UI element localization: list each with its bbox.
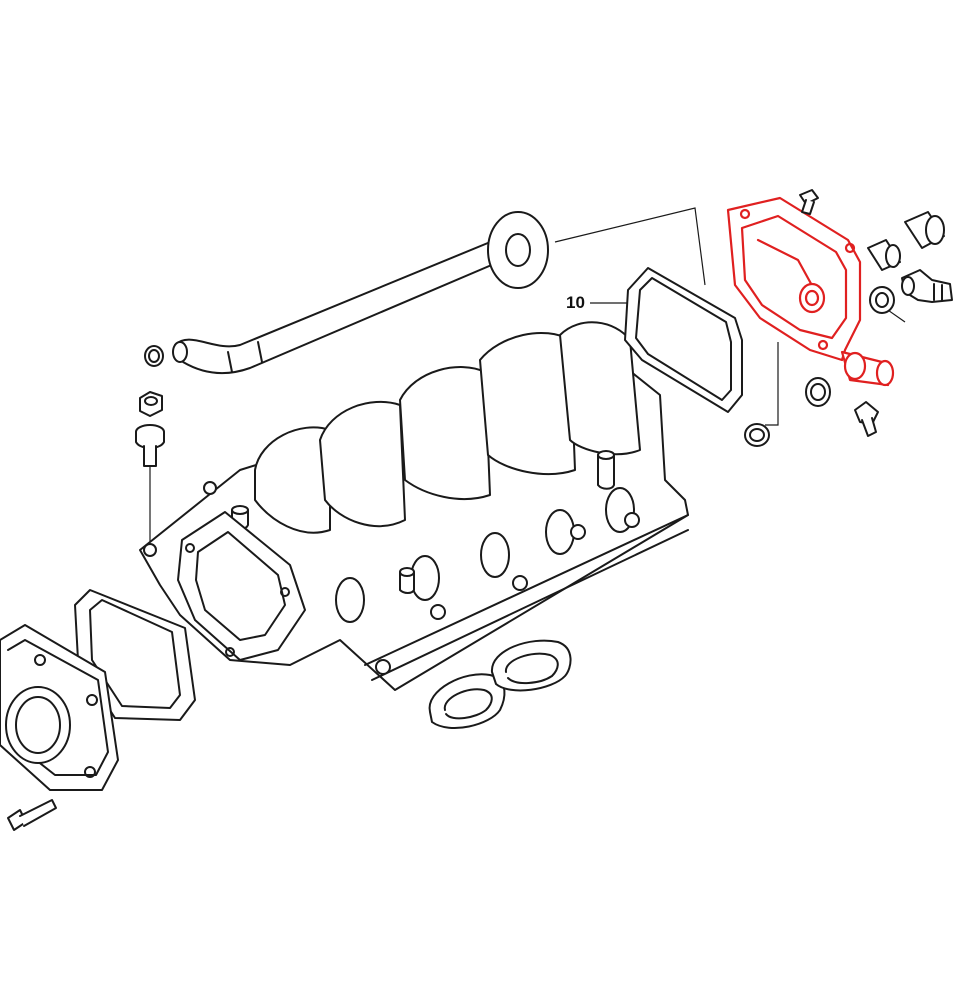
vent-pipe[interactable] bbox=[172, 211, 549, 375]
o-ring-right[interactable] bbox=[805, 377, 831, 407]
sleeve[interactable] bbox=[904, 211, 945, 249]
throttle-bolt[interactable] bbox=[7, 799, 57, 831]
grommet[interactable] bbox=[869, 286, 895, 314]
bolt-upper[interactable] bbox=[135, 424, 165, 467]
callout-10: 10 bbox=[566, 293, 628, 312]
bushing[interactable] bbox=[867, 239, 901, 271]
hose-clamp-fitting[interactable] bbox=[854, 401, 879, 437]
cover-gasket[interactable] bbox=[624, 267, 743, 413]
nut[interactable] bbox=[139, 391, 163, 417]
screw-top[interactable] bbox=[799, 189, 819, 215]
throttle-body[interactable] bbox=[0, 624, 119, 791]
callout-label-10: 10 bbox=[566, 293, 585, 312]
highlighted-cover-housing[interactable] bbox=[726, 196, 895, 387]
pipe-o-ring[interactable] bbox=[144, 345, 164, 367]
o-ring-lower[interactable] bbox=[744, 423, 770, 447]
intake-gasket-right[interactable] bbox=[490, 639, 572, 692]
intake-manifold[interactable] bbox=[139, 321, 689, 691]
intake-gasket-left[interactable] bbox=[428, 673, 506, 729]
elbow-fitting[interactable] bbox=[901, 269, 953, 303]
